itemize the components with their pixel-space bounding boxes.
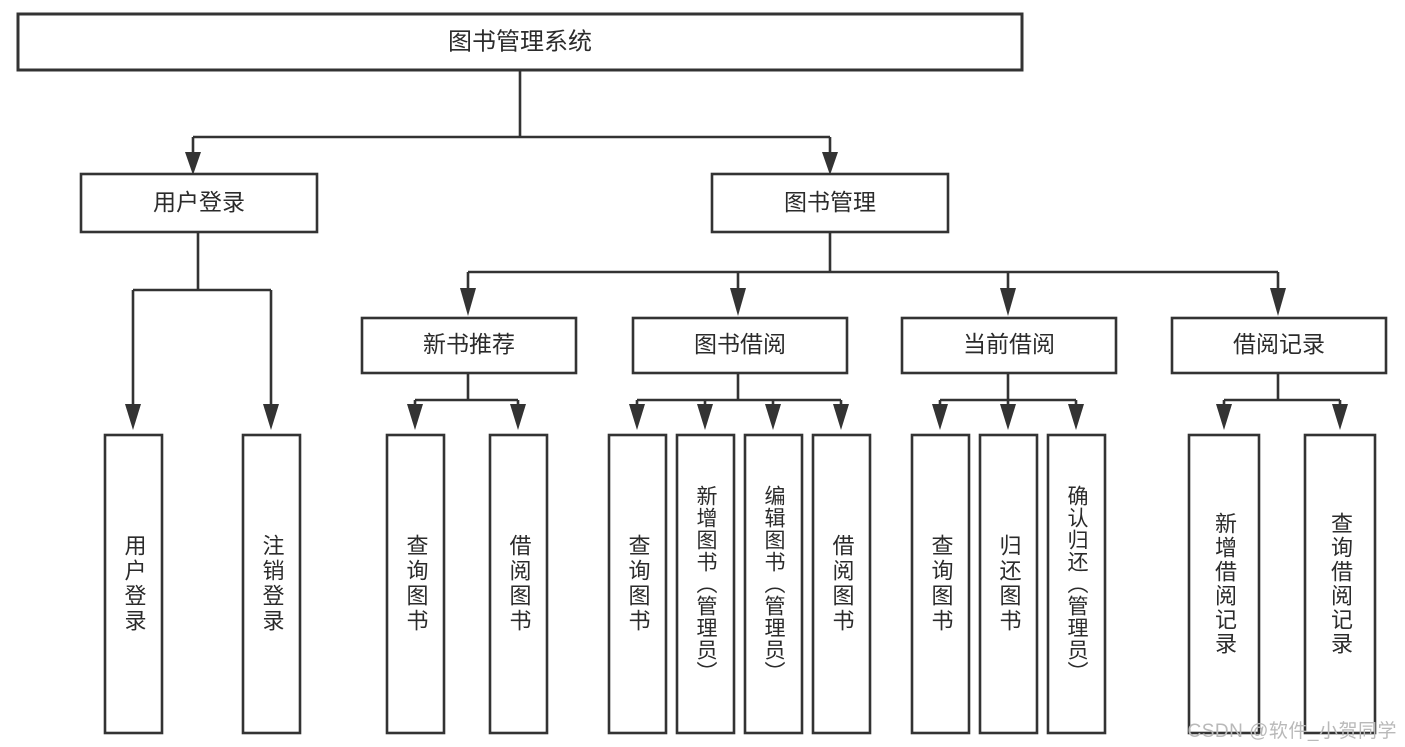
arrow-leaf-query-book-3 [932, 404, 948, 430]
node-borrow-record-box[interactable] [1170, 316, 1388, 375]
arrow-leaf-query-book-1 [407, 404, 423, 430]
node-leaf-query-book-1-box[interactable] [385, 433, 446, 735]
node-current-borrow-label: 当前借阅 [963, 331, 1055, 357]
node-user-login-label: 用户登录 [153, 189, 245, 215]
node-book-borrow-label: 图书借阅 [694, 331, 786, 357]
connectors-group [125, 70, 1348, 430]
arrow-leaf-borrow-book-1 [510, 404, 526, 430]
node-leaf-borrow-book-1-box[interactable] [488, 433, 549, 735]
node-current-borrow[interactable]: 当前借阅 [900, 316, 1118, 375]
node-root-box[interactable] [16, 12, 1024, 72]
arrow-to-new-book-recommend [460, 288, 476, 316]
node-leaf-borrow-book-2-box[interactable] [811, 433, 872, 735]
node-book-borrow[interactable]: 图书借阅 [631, 316, 849, 375]
csdn-watermark: CSDN @软件_小贺同学 [1187, 721, 1397, 742]
arrow-to-book-manage [822, 152, 838, 175]
node-book-manage-label: 图书管理 [784, 189, 876, 215]
node-leaf-confirm-return-box[interactable] [1046, 433, 1107, 735]
node-new-book-recommend[interactable]: 新书推荐 [360, 316, 578, 375]
node-leaf-query-book-2-box[interactable] [607, 433, 668, 735]
node-new-book-recommend-box[interactable] [360, 316, 578, 375]
arrow-to-current-borrow [1000, 288, 1016, 316]
node-book-borrow-box[interactable] [631, 316, 849, 375]
arrow-leaf-confirm-return [1068, 404, 1084, 430]
arrow-to-book-borrow [730, 288, 746, 316]
node-leaf-query-record-box[interactable] [1303, 433, 1377, 735]
arrow-to-borrow-record [1270, 288, 1286, 316]
arrow-leaf-query-record [1332, 404, 1348, 430]
node-user-login[interactable]: 用户登录 [79, 172, 319, 234]
node-book-manage[interactable]: 图书管理 [710, 172, 950, 234]
arrow-leaf-edit-book [765, 404, 781, 430]
arrow-leaf-borrow-book-2 [833, 404, 849, 430]
node-book-manage-box[interactable] [710, 172, 950, 234]
node-user-login-box[interactable] [79, 172, 319, 234]
node-leaf-return-book-box[interactable] [978, 433, 1039, 735]
node-borrow-record[interactable]: 借阅记录 [1170, 316, 1388, 375]
node-current-borrow-box[interactable] [900, 316, 1118, 375]
arrow-leaf-user-login [125, 404, 141, 430]
arrow-leaf-return-book [1000, 404, 1016, 430]
arrow-leaf-query-book-2 [629, 404, 645, 430]
node-leaf-logout-box[interactable] [241, 433, 302, 735]
node-leaf-add-book-box[interactable] [675, 433, 736, 735]
arrow-leaf-add-book [697, 404, 713, 430]
node-root[interactable]: 图书管理系统 [16, 12, 1024, 72]
node-leaf-add-record-box[interactable] [1187, 433, 1261, 735]
node-leaf-user-login-box[interactable] [103, 433, 164, 735]
node-root-label: 图书管理系统 [448, 28, 592, 55]
node-borrow-record-label: 借阅记录 [1233, 331, 1325, 357]
arrow-leaf-add-record [1216, 404, 1232, 430]
node-leaf-query-book-3-box[interactable] [910, 433, 971, 735]
arrow-leaf-logout [263, 404, 279, 430]
arrow-to-user-login [185, 152, 201, 175]
node-leaf-edit-book-box[interactable] [743, 433, 804, 735]
node-new-book-recommend-label: 新书推荐 [423, 331, 515, 357]
